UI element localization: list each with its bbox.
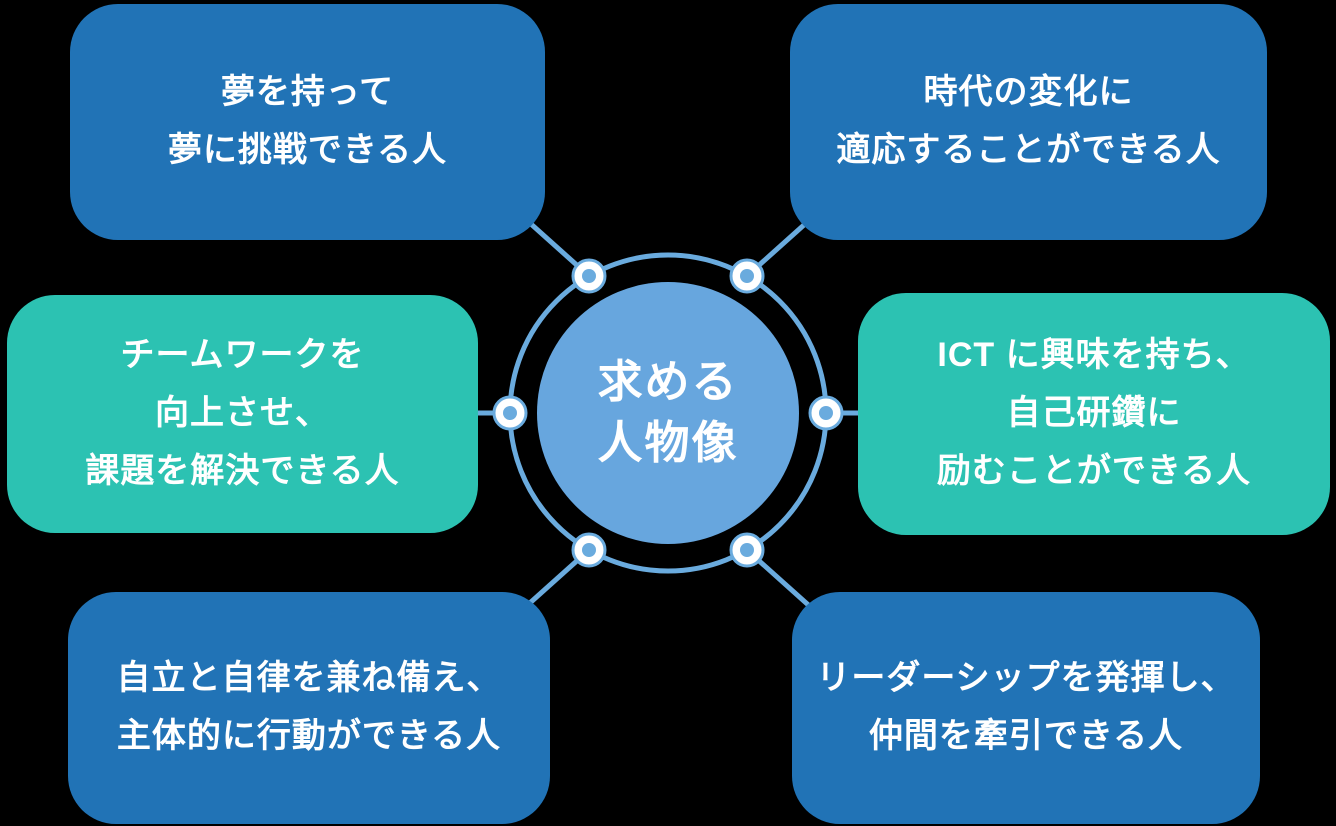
card-dream: 夢を持って 夢に挑戦できる人 [70,4,545,240]
connector-node-middle-left [492,395,528,431]
card-adaptability: 時代の変化に 適応することができる人 [790,4,1267,240]
card-leadership: リーダーシップを発揮し、 仲間を牽引できる人 [792,592,1260,824]
card-ict: ICT に興味を持ち、 自己研鑽に 励むことができる人 [858,293,1330,535]
card-teamwork: チームワークを 向上させ、 課題を解決できる人 [7,295,478,533]
hub-title: 求める 人物像 [597,356,739,468]
connector-node-top-right [729,258,765,294]
connector-node-top-left [571,258,607,294]
card-independence: 自立と自律を兼ね備え、 主体的に行動ができる人 [68,592,550,824]
hub-center-circle [537,282,799,544]
connector-node-middle-right [808,395,844,431]
connector-node-bottom-left [571,532,607,568]
connector-node-bottom-right [729,532,765,568]
